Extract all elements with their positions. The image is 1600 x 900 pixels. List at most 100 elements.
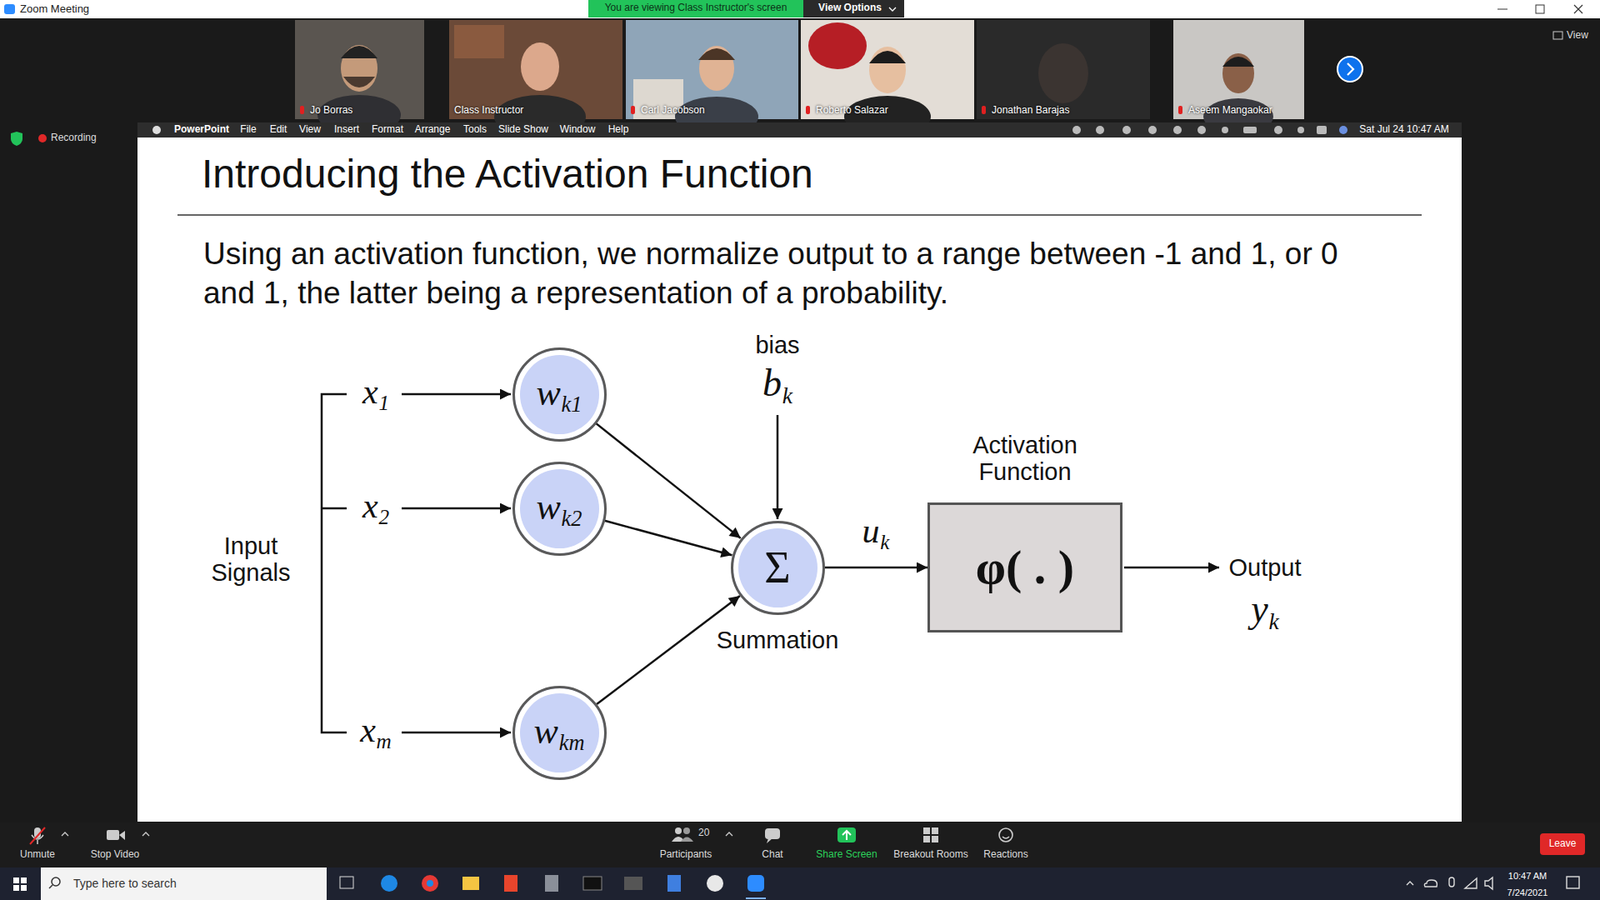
participant-name-holder: Class Instructor xyxy=(454,105,524,117)
math-subscript: k1 xyxy=(561,391,583,417)
math-symbol: b xyxy=(762,361,782,405)
participant-name-holder: Roberto Salazar xyxy=(815,105,889,117)
app-menu: PowerPoint xyxy=(174,124,230,136)
input-signal-holder: x1 xyxy=(362,371,390,416)
toolbar-label-holder: Stop Video xyxy=(90,849,140,861)
summation-node: ΣSummation xyxy=(716,520,840,655)
recording-indicator-holder: Recording xyxy=(50,132,97,145)
menu-item-holder: Insert xyxy=(334,124,360,136)
participant-name: Jonathan Barajas xyxy=(991,105,1070,117)
node-text: φ( . ) xyxy=(975,540,1075,596)
menu-item: Window xyxy=(560,124,596,136)
slide-body-text-holder: Using an activation function, we normali… xyxy=(203,234,1387,313)
input-signal-holder: x2 xyxy=(362,485,390,530)
menu-item-holder: File xyxy=(240,124,256,136)
slide-title: Introducing the Activation Function xyxy=(201,150,814,197)
menu-item: Arrange xyxy=(415,124,451,136)
participant-name: Roberto Salazar xyxy=(815,105,889,117)
math-subscript: k2 xyxy=(561,505,583,531)
toolbar-label: Stop Video xyxy=(90,849,140,861)
bias-symbol-holder: bk xyxy=(762,360,793,410)
share-banner-holder: You are viewing Class Instructor's scree… xyxy=(605,2,788,15)
math-subscript: 1 xyxy=(378,392,390,415)
toolbar-label-holder: Breakout Rooms xyxy=(893,849,968,861)
bias-symbol: bk xyxy=(762,360,793,410)
participant-name: Aseem Mangaokar xyxy=(1188,105,1273,117)
math-symbol: w xyxy=(535,486,560,528)
activation-box: Activation Function φ( . ) xyxy=(927,432,1123,633)
node-text: Σ xyxy=(764,541,790,594)
menu-item-holder: Window xyxy=(560,124,596,136)
view-button-holder: View xyxy=(1566,30,1589,42)
node-text: wk1 xyxy=(535,371,582,418)
bias-label-holder: bias xyxy=(755,331,800,360)
node-circle: wk2 xyxy=(512,461,607,556)
recording-indicator: Recording xyxy=(50,132,97,145)
slide-body-text: Using an activation function, we normali… xyxy=(203,234,1387,313)
output-label: Output xyxy=(1228,554,1301,582)
signal-arrow xyxy=(605,520,733,555)
math-subscript: k xyxy=(880,531,890,555)
math-symbol: y xyxy=(1250,587,1268,630)
menu-item-holder: View xyxy=(299,124,321,136)
math-subscript: km xyxy=(559,730,585,755)
signal-arrow xyxy=(595,423,740,539)
sum-output-symbol-holder: uk xyxy=(862,510,890,555)
taskbar-date-holder: 7/24/2021 xyxy=(1507,887,1549,899)
menu-item: Help xyxy=(608,124,630,136)
input-signal: x1 xyxy=(362,371,390,416)
app-menu-holder: PowerPoint xyxy=(174,124,230,136)
participant-name: Carl Jacobson xyxy=(640,105,705,117)
menu-item-holder: Arrange xyxy=(415,124,451,136)
menu-item-holder: Edit xyxy=(270,124,288,136)
toolbar-label-holder: Share Screen xyxy=(815,849,877,861)
node-heading: Activation Function xyxy=(937,432,1113,486)
node-text: wk2 xyxy=(535,485,582,532)
math-symbol: w xyxy=(534,710,559,752)
menu-item-holder: Slide Show xyxy=(498,124,549,136)
input-signal: x2 xyxy=(362,485,390,530)
menu-item: Format xyxy=(371,124,404,136)
toolbar-label: Reactions xyxy=(983,849,1028,861)
input-group-label: Input Signals xyxy=(196,533,305,587)
participant-count: 20 xyxy=(698,827,710,840)
output-symbol-holder: yk xyxy=(1250,586,1279,635)
math-subscript: 2 xyxy=(378,506,390,530)
signal-arrow xyxy=(825,566,929,570)
weight-node: wk1 xyxy=(512,347,607,442)
menu-item: File xyxy=(240,124,256,136)
toolbar-label: Share Screen xyxy=(815,849,877,861)
toolbar-label: Unmute xyxy=(20,849,55,861)
math-subscript: k xyxy=(782,382,793,409)
leave-button: Leave xyxy=(1549,838,1577,850)
math-subscript: m xyxy=(376,730,392,754)
weight-node: wk2 xyxy=(512,461,607,556)
toolbar-label-holder: Participants xyxy=(660,849,713,861)
participant-name-holder: Jo Borras xyxy=(310,105,353,117)
menu-item: Tools xyxy=(463,124,487,136)
node-rect: φ( . ) xyxy=(927,502,1123,633)
output-label-holder: Output xyxy=(1228,554,1301,582)
toolbar-label: Breakout Rooms xyxy=(893,849,968,861)
menu-item-holder: Tools xyxy=(463,124,487,136)
share-banner: You are viewing Class Instructor's scree… xyxy=(605,2,788,15)
view-button: View xyxy=(1566,30,1589,42)
taskbar-time: 10:47 AM xyxy=(1508,870,1547,882)
input-signal-holder: xm xyxy=(360,710,392,755)
menu-clock-holder: Sat Jul 24 10:47 AM xyxy=(1359,124,1449,136)
menu-item: Slide Show xyxy=(498,124,549,136)
menu-item: Insert xyxy=(334,124,360,136)
bias-label: bias xyxy=(755,331,800,360)
toolbar-label: Chat xyxy=(761,849,783,861)
weight-node: wkm xyxy=(512,685,607,780)
window-title-holder: Zoom Meeting xyxy=(20,3,90,16)
input-group-label-holder: Input Signals xyxy=(196,533,305,587)
participant-name-holder: Aseem Mangaokar xyxy=(1188,105,1273,117)
toolbar-label-holder: Reactions xyxy=(983,849,1028,861)
search-box: Type here to search xyxy=(73,876,177,890)
node-circle: wkm xyxy=(512,685,607,780)
taskbar-time-holder: 10:47 AM xyxy=(1508,870,1547,882)
math-subscript: k xyxy=(1268,608,1279,635)
participant-name: Jo Borras xyxy=(310,105,353,117)
